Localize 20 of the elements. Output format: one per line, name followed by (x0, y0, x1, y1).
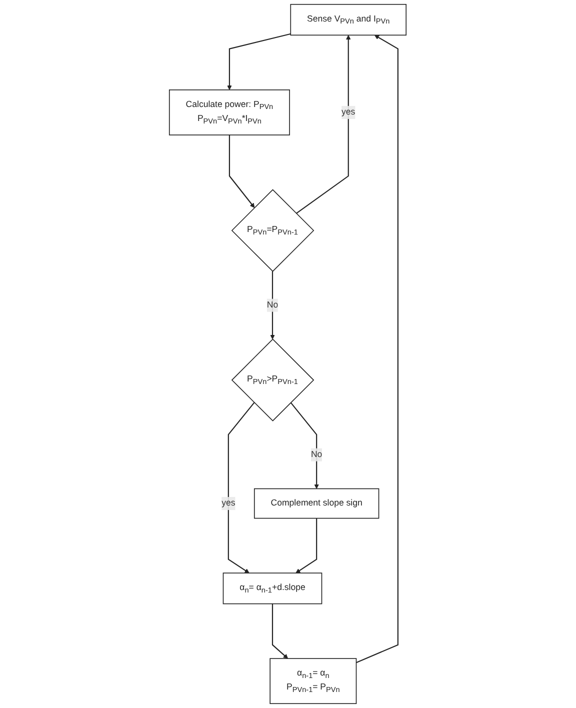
node-diamond: P$_{PVn}$>P$_{PVn-1}$ (232, 338, 314, 422)
node-box: α$_{n-1}$= α$_{n}$ P$_{PVn-1}$= P$_{PVn}$ (270, 658, 357, 704)
arrow (228, 402, 255, 574)
arrow (296, 34, 352, 214)
arrow (296, 518, 318, 574)
node-box: Complement slope sign (254, 488, 380, 519)
node-box: Calculate power: P$_{PVn}$ P$_{PVn}$=V$_{PVn}$*I$_{PVn}$ (169, 89, 290, 136)
arrow (227, 33, 292, 90)
node-box: Sense V$_{PVn}$ and I$_{PVn}$ (290, 4, 407, 36)
arrow (270, 271, 276, 340)
arrow (356, 34, 399, 664)
edge-label: yes (222, 498, 236, 508)
arrow (290, 402, 320, 489)
arrow (229, 134, 255, 208)
edge-label: No (311, 450, 322, 460)
edge-label: No (267, 300, 278, 310)
node-diamond: P$_{PVn}$=P$_{PVn-1}$ (232, 189, 314, 272)
node-box: α$_{n}$= α$_{n-1}$+d.slope (223, 572, 322, 604)
arrow (272, 604, 288, 659)
edge-label: yes (342, 107, 356, 117)
